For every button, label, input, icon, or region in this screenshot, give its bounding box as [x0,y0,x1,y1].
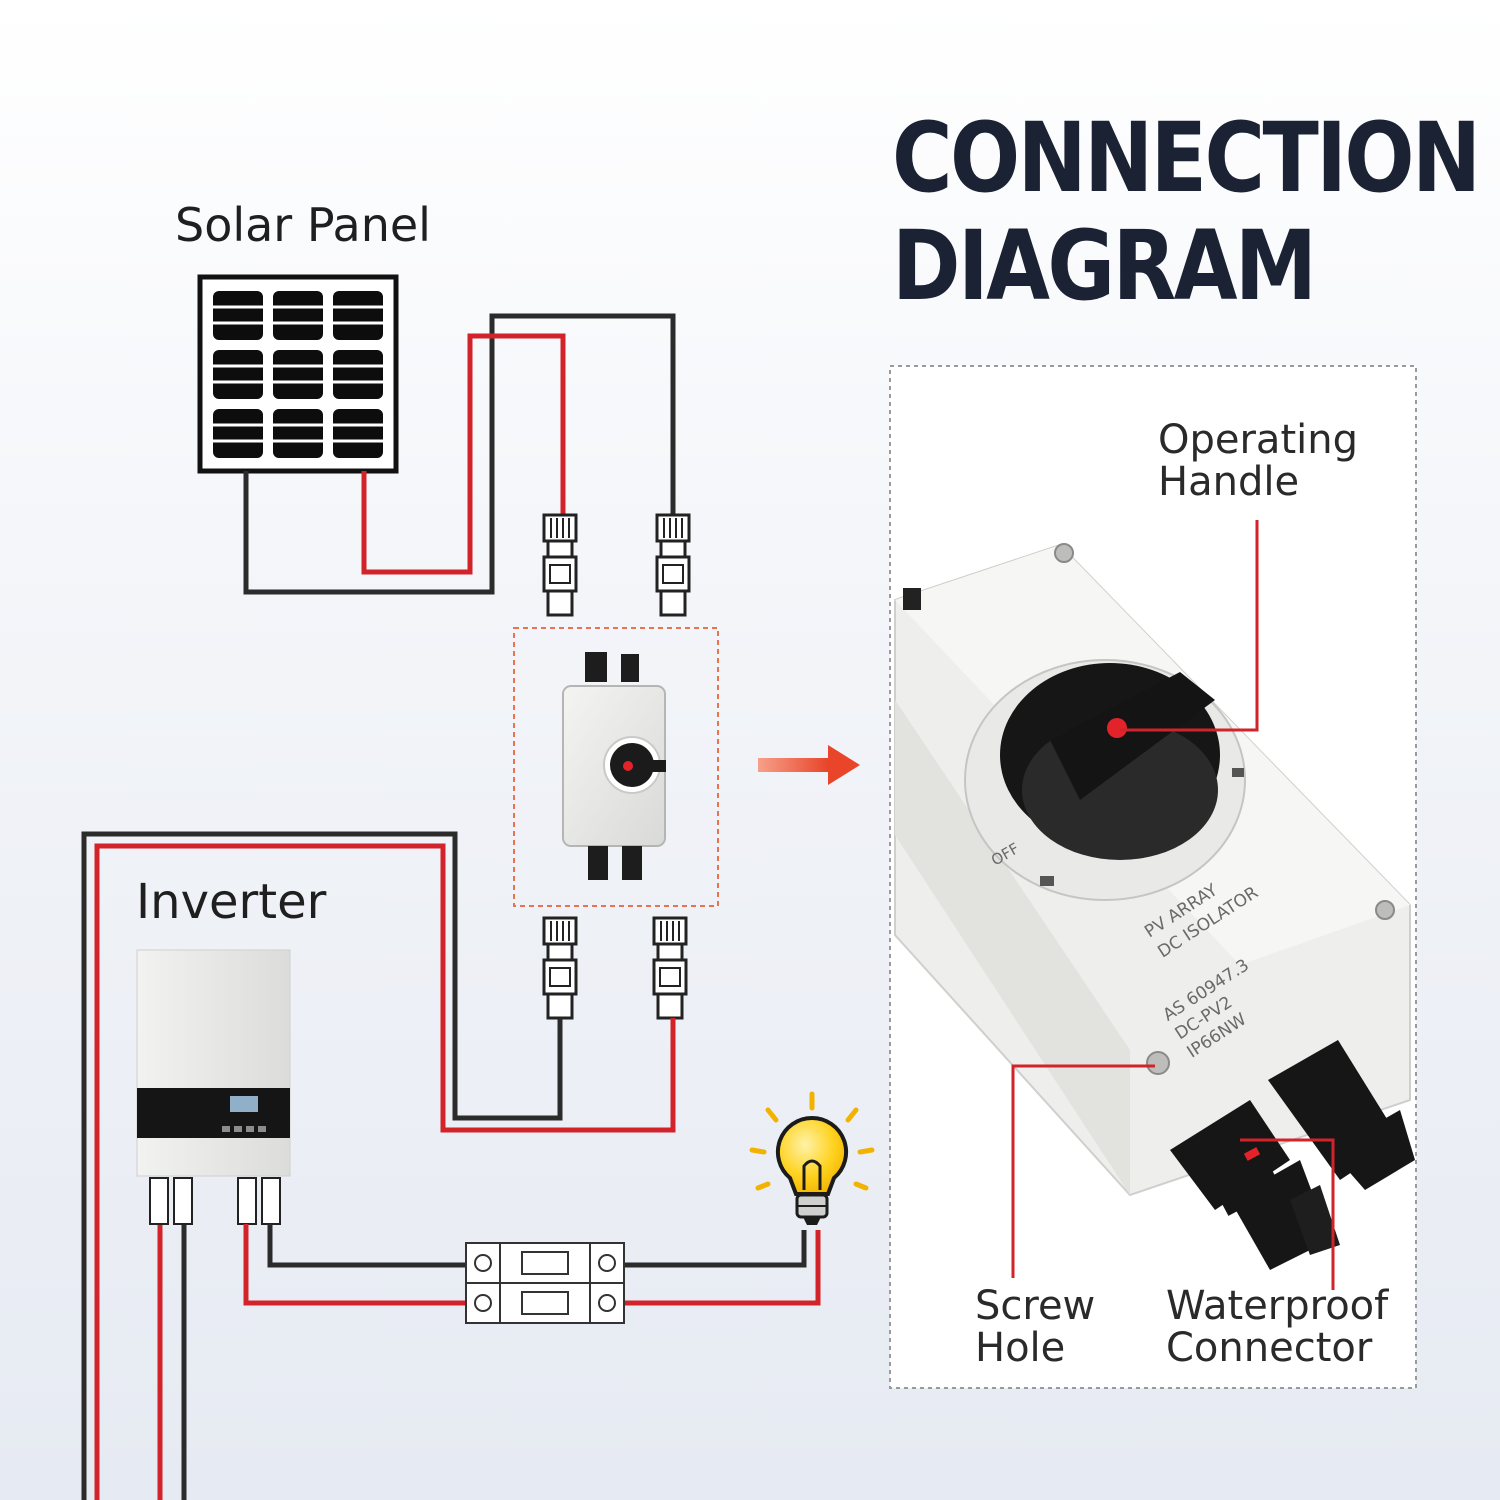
callout-waterproof-connector-line2: Connector [1166,1324,1373,1371]
inverter-icon [136,949,291,1225]
dc-isolator-icon [562,652,666,880]
solar-panel-icon [197,274,399,474]
isolator-wires [81,831,676,1500]
solar-panel-label: Solar Panel [175,198,431,252]
callout-waterproof-connector: Waterproof Connector [1166,1283,1389,1371]
inverter-label: Inverter [136,874,327,930]
ac-wires [243,1224,821,1306]
page-title-line-2: DIAGRAM [892,210,1317,322]
callout-lines [1011,520,1335,1290]
callout-screw-hole: Screw Hole [975,1283,1096,1371]
mc4-connector-icon [542,916,688,1020]
callout-operating-handle-line1: Operating [1158,417,1358,463]
callout-operating-handle: Operating Handle [1158,417,1358,505]
callout-screw-hole-line1: Screw [975,1283,1096,1329]
arrow-right-icon [758,745,860,785]
circuit-breaker-icon [465,1242,625,1324]
dc-isolator-photo: PV ARRAY DC ISOLATOR AS 60947.3 DC-PV2 I… [894,543,1415,1270]
page-title-line-1: CONNECTION [892,102,1481,214]
panel-wires [243,313,676,595]
light-bulb-icon [749,1091,875,1225]
callout-screw-hole-line2: Hole [975,1324,1066,1371]
mc4-connector-icon [542,513,691,617]
isolator-dashed-frame [513,627,719,907]
callout-operating-handle-line2: Handle [1158,458,1300,505]
callout-waterproof-connector-line1: Waterproof [1166,1283,1389,1329]
